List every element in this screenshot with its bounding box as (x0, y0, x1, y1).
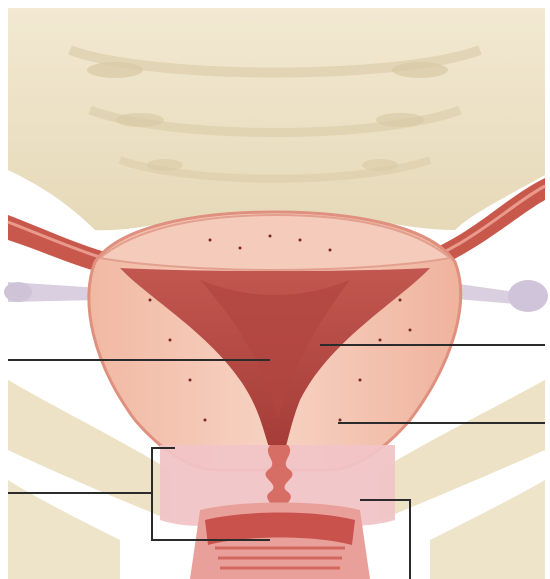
diagram-canvas (0, 0, 550, 579)
uterus-anatomy-diagram (0, 0, 550, 579)
